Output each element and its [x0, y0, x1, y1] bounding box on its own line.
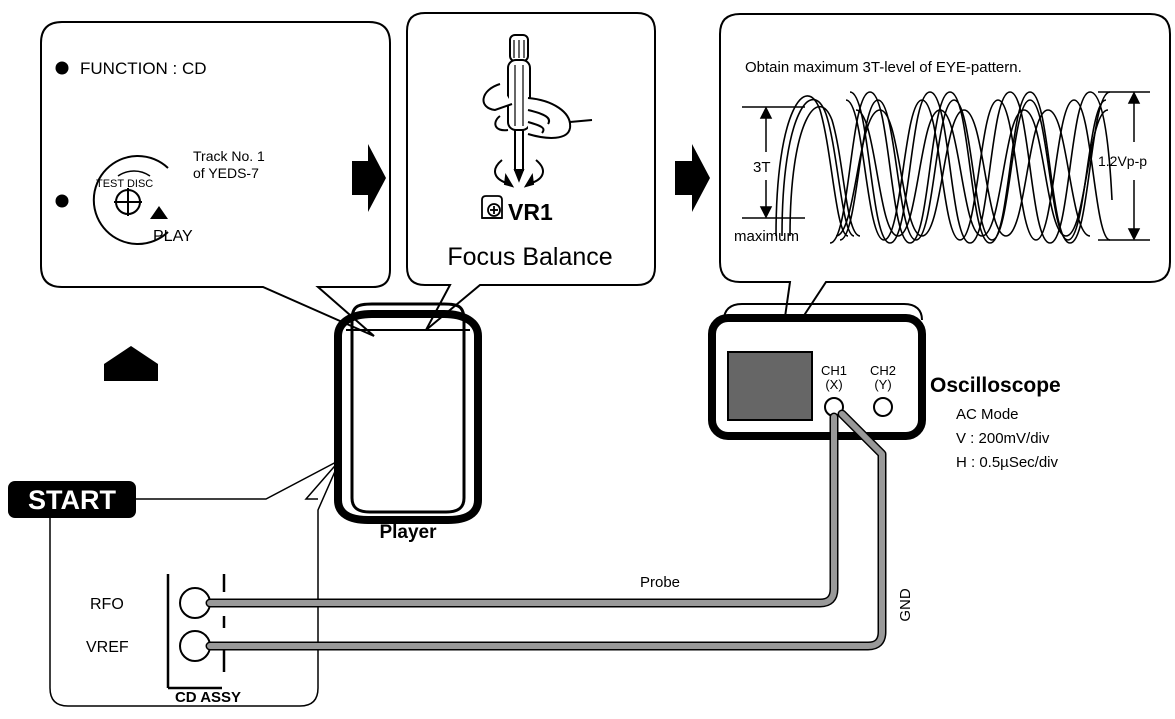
- trimmer-pot-icon: [481, 195, 503, 219]
- gnd-cable: [205, 409, 887, 651]
- arrow-right-icon: [675, 144, 710, 212]
- function-label: FUNCTION : CD: [80, 59, 207, 78]
- track-number-line1: Track No. 1: [193, 148, 265, 164]
- arrow-up-icon: [104, 346, 158, 381]
- three-t-label: 3T: [753, 159, 771, 176]
- play-label: PLAY: [153, 228, 193, 245]
- gnd-label: GND: [897, 588, 914, 622]
- oscilloscope-horizontal: H : 0.5µSec/div: [956, 454, 1059, 471]
- oscilloscope-vertical: V : 200mV/div: [956, 430, 1050, 447]
- three-t-marker: [742, 106, 805, 219]
- amplitude-label: 1.2Vp-p: [1098, 153, 1147, 169]
- test-disc-label: TEST DISC: [96, 178, 153, 190]
- focus-balance-caption: Focus Balance: [447, 243, 612, 271]
- start-pointer: [136, 459, 341, 500]
- focus-balance-callout: [406, 12, 656, 331]
- cd-assy-label: CD ASSY: [175, 689, 241, 706]
- start-badge: [8, 481, 136, 518]
- eye-pattern-panel: Obtain maximum 3T-level of EYE-pattern. …: [719, 13, 1171, 353]
- oscilloscope-title: Oscilloscope: [930, 374, 1061, 397]
- probe-cable: [205, 412, 839, 608]
- start-label: START: [28, 485, 116, 515]
- player-device: [334, 302, 482, 524]
- function-callout: [40, 21, 391, 337]
- play-triangle-icon: [150, 206, 168, 219]
- screwdriver-hand-icon: [482, 34, 593, 188]
- maximum-label: maximum: [734, 228, 799, 245]
- probe-label: Probe: [640, 574, 680, 591]
- rfo-label: RFO: [90, 596, 124, 613]
- vr1-label: VR1: [508, 199, 553, 225]
- ch1-label: CH1: [821, 363, 847, 378]
- arrow-right-icon: [352, 144, 386, 212]
- track-number-line2: of YEDS-7: [193, 165, 259, 181]
- focus-balance-panel: VR1 Focus Balance: [406, 12, 656, 331]
- ch2-sublabel: (Y): [874, 377, 891, 392]
- ch2-input-jack: [873, 397, 893, 417]
- cd-assy-connector: [166, 574, 226, 690]
- oscilloscope-device: [708, 303, 926, 440]
- amplitude-marker: [1098, 91, 1150, 241]
- player-label: Player: [379, 522, 437, 543]
- ch1-sublabel: (X): [825, 377, 842, 392]
- vref-label: VREF: [86, 639, 129, 656]
- oscilloscope-mode: AC Mode: [956, 406, 1019, 423]
- eye-pattern-instruction: Obtain maximum 3T-level of EYE-pattern.: [745, 59, 1022, 76]
- oscilloscope-screen: [727, 351, 813, 421]
- bullet-icon: [55, 61, 69, 75]
- bullet-icon: [55, 194, 69, 208]
- cd-assy-callout: [49, 459, 341, 707]
- eye-pattern-waveform: [775, 91, 1113, 244]
- function-panel: FUNCTION : CD TEST DISC PLAY Track No. 1…: [40, 21, 391, 337]
- ch2-label: CH2: [870, 363, 896, 378]
- test-disc-icon: [92, 155, 169, 245]
